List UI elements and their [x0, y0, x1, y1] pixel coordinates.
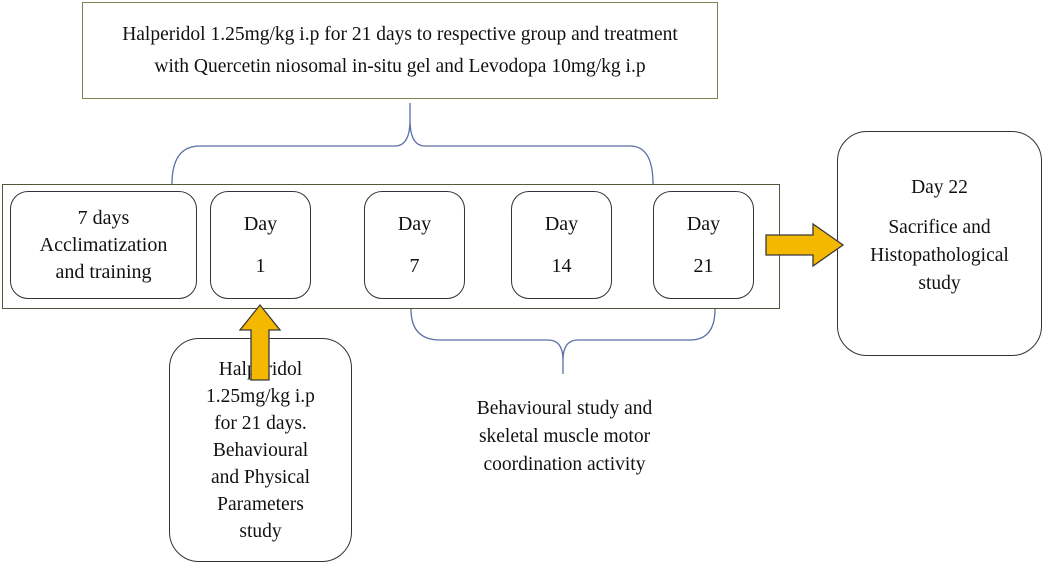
- behaviour-line-3: coordination activity: [483, 453, 646, 475]
- behaviour-line-2: skeletal muscle motor: [478, 425, 651, 447]
- treatment-line-2: with Quercetin niosomal in-situ gel and …: [154, 55, 646, 77]
- acclimatization-line-1: 7 days: [77, 206, 130, 229]
- halperidol-line-4: Behavioural: [212, 439, 309, 461]
- acclimatization-line-3: and training: [55, 260, 152, 283]
- halperidol-line-2: 1.25mg/kg i.p: [206, 385, 315, 407]
- right-arrow-icon: [765, 222, 845, 268]
- day-22-line-3: study: [918, 273, 961, 294]
- day-22-line-1: Sacrifice and: [888, 217, 991, 238]
- treatment-line-1: Halperidol 1.25mg/kg i.p for 21 days to …: [122, 23, 678, 45]
- day-22-line-2: Histopathological: [870, 245, 1009, 266]
- day-7-number: 7: [409, 255, 420, 277]
- day-1-label: Day: [243, 213, 278, 235]
- day-14-box: Day 14: [511, 191, 612, 299]
- halperidol-line-5: and Physical: [210, 466, 311, 488]
- behaviour-study-box: Behavioural study and skeletal muscle mo…: [441, 374, 688, 499]
- day-21-number: 21: [693, 255, 714, 277]
- acclimatization-box: 7 days Acclimatization and training: [10, 191, 197, 299]
- day-1-box: Day 1: [210, 191, 311, 299]
- halperidol-line-6: Parameters: [217, 493, 304, 515]
- day-21-label: Day: [686, 213, 721, 235]
- treatment-description-box: Halperidol 1.25mg/kg i.p for 21 days to …: [82, 2, 718, 99]
- acclimatization-line-2: Acclimatization: [39, 233, 168, 256]
- up-arrow-icon: [238, 303, 282, 381]
- day-1-number: 1: [255, 255, 266, 277]
- day-21-box: Day 21: [653, 191, 754, 299]
- halperidol-line-7: study: [239, 520, 282, 542]
- day-14-label: Day: [544, 213, 579, 235]
- day-14-number: 14: [551, 255, 572, 277]
- day-7-box: Day 7: [364, 191, 465, 299]
- top-brace: [171, 103, 654, 185]
- halperidol-line-3: for 21 days.: [214, 412, 307, 434]
- bottom-brace: [410, 308, 716, 374]
- behaviour-line-1: Behavioural study and: [476, 397, 653, 419]
- day-7-label: Day: [397, 213, 432, 235]
- day-22-title: Day 22: [911, 177, 968, 198]
